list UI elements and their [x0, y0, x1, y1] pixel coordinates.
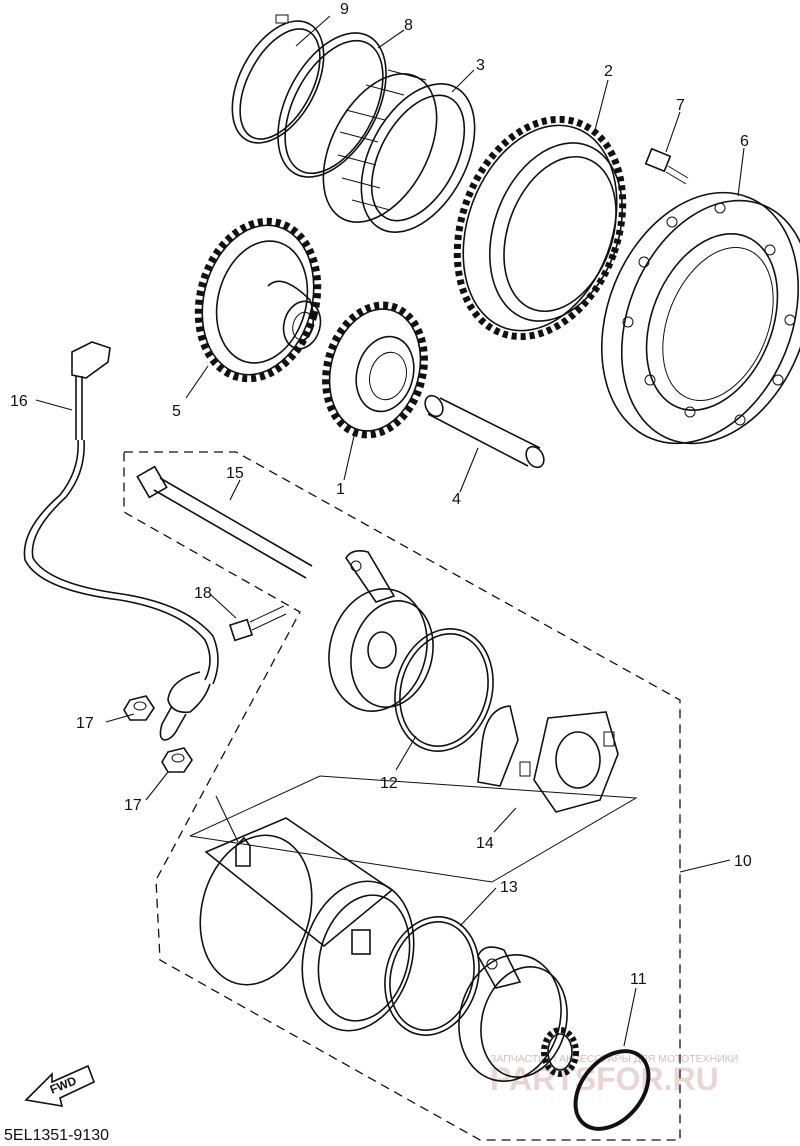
label-part-10: 10 — [734, 853, 752, 870]
part-13-o-ring — [384, 916, 480, 1036]
part-7-bolt — [644, 147, 689, 185]
drawing-code: 5EL1351-9130 — [4, 1127, 109, 1144]
watermark-top-text: ЗАПЧАСТИ И АКСЕССУАРЫ ДЛЯ МОТОТЕХНИКИ — [490, 1053, 738, 1065]
label-part-9: 9 — [340, 1, 349, 18]
callout-lines — [35, 15, 745, 1047]
label-part-11: 11 — [630, 971, 647, 988]
part-1-gear — [322, 301, 428, 439]
label-part-7: 7 — [676, 97, 685, 114]
label-part-15: 15 — [226, 465, 244, 482]
part-2-large-gear — [453, 115, 627, 341]
starter-upper-cover — [328, 550, 434, 712]
label-part-12: 12 — [380, 775, 398, 792]
watermark-logo-text: PARTSFOR.RU — [490, 1061, 719, 1097]
part-16-lead-wire — [23, 341, 219, 741]
part-18-bolt — [228, 605, 287, 642]
label-part-16: 16 — [10, 393, 28, 410]
part-4-shaft — [424, 394, 545, 469]
part-12-o-ring — [394, 628, 494, 752]
label-part-2: 2 — [604, 63, 613, 80]
label-part-4: 4 — [452, 491, 461, 508]
part-17-nut-lower — [161, 747, 193, 773]
label-part-17-upper: 17 — [76, 715, 94, 732]
part-15-long-bolt — [136, 465, 313, 579]
part-14-group-outline — [189, 775, 638, 883]
part-11-o-ring — [573, 1049, 651, 1131]
part-labels: 9 8 3 2 7 6 5 1 4 15 16 18 17 17 12 14 1… — [4, 1, 752, 1144]
label-part-3: 3 — [476, 57, 485, 74]
part-3-one-way-clutch — [322, 69, 476, 233]
label-part-8: 8 — [404, 17, 413, 34]
label-part-5: 5 — [172, 403, 181, 420]
part-9-circlip — [231, 14, 325, 144]
label-part-1: 1 — [336, 481, 345, 498]
part-17-nut-upper — [123, 695, 155, 721]
starter-motor-body — [199, 817, 415, 1032]
starter-lower-cover — [458, 946, 579, 1082]
label-part-18: 18 — [194, 585, 212, 602]
part-5-idler-gear — [194, 217, 322, 383]
label-part-14: 14 — [476, 835, 494, 852]
label-part-6: 6 — [740, 133, 749, 150]
fwd-arrow: FWD — [24, 1064, 96, 1107]
part-14-brush-holder — [477, 705, 619, 813]
starter-motor-assembly-boundary — [123, 451, 681, 1141]
label-part-13: 13 — [500, 879, 518, 896]
part-8-ring — [277, 32, 387, 178]
part-6-clutch-housing — [600, 191, 800, 445]
label-part-17-lower: 17 — [124, 797, 142, 814]
